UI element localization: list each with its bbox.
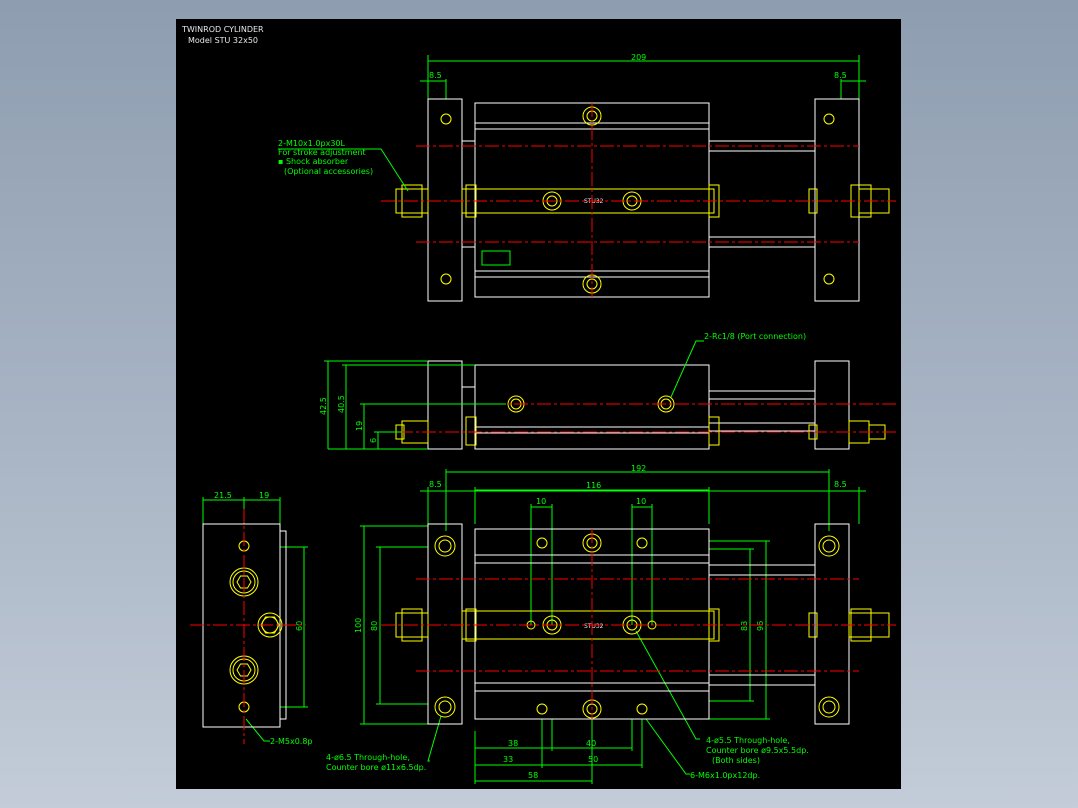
bottom-centerlines [381, 529, 896, 719]
top-note-line2: For stroke adjustment [278, 148, 366, 157]
side-rod [395, 395, 886, 446]
bottom-dim-58: 58 [528, 771, 538, 780]
bottom-note-left-line1: 4-ø6.5 Through-hole, [326, 753, 410, 762]
side-dim-6: 6 [369, 438, 378, 443]
side-port-note: 2-Rc1/8 (Port connection) [704, 332, 806, 341]
cad-drawing: TWINROD CYLINDER Model STU 32x50 209 8.5… [181, 25, 896, 784]
side-dim-42-5: 42.5 [319, 397, 328, 415]
top-note-line1: 2-M10x1.0px30L [278, 139, 346, 148]
end-dim-height: 60 [295, 621, 304, 631]
bottom-dimension-lines [360, 469, 866, 784]
side-dim-40-5: 40.5 [337, 395, 346, 413]
top-note: 2-M10x1.0px30L For stroke adjustment ▪ S… [278, 139, 409, 192]
bottom-body-mark: STU32 [584, 623, 604, 630]
top-dim-left: 8.5 [429, 71, 442, 80]
bottom-dim-80: 80 [370, 621, 379, 631]
bottom-dim-50: 50 [588, 755, 598, 764]
side-view: 42.5 40.5 19 6 2-Rc1/8 (Port connection) [319, 332, 896, 450]
bottom-note-right-line2: Counter bore ø9.5x5.5dp. [706, 746, 809, 755]
bottom-outlines [427, 523, 850, 725]
end-centerlines [190, 509, 306, 744]
top-note-line4: (Optional accessories) [284, 167, 373, 176]
top-note-leader [278, 148, 409, 192]
bottom-dim-body: 116 [586, 481, 601, 490]
bottom-dim-overall: 192 [631, 464, 646, 473]
top-dimension-lines [420, 55, 866, 99]
bottom-note-right-line1: 4-ø5.5 Through-hole, [706, 736, 790, 745]
bottom-dim-33: 33 [503, 755, 513, 764]
bottom-dim-40: 40 [586, 739, 596, 748]
bottom-dim-slot-left: 10 [536, 497, 546, 506]
end-features [229, 540, 283, 713]
end-tap-note: 2-M5x0.8p [270, 737, 313, 746]
end-dimension-lines [202, 497, 308, 742]
title-line1: TWINROD CYLINDER [181, 25, 264, 34]
side-dim-19: 19 [355, 421, 364, 431]
top-dim-right: 8.5 [834, 71, 847, 80]
end-view: 21.5 19 60 2-M5x0.8p [190, 491, 313, 746]
side-dimension-lines [324, 340, 704, 450]
top-view: 209 8.5 8.5 [278, 53, 896, 302]
bottom-dim-left: 8.5 [429, 480, 442, 489]
bottom-dim-slot-right: 10 [636, 497, 646, 506]
bottom-dim-right: 8.5 [834, 480, 847, 489]
top-outlines [427, 98, 860, 302]
top-dim-overall: 209 [631, 53, 646, 62]
side-centerlines [376, 403, 896, 433]
bottom-note-left-line2: Counter bore ø11x6.5dp. [326, 763, 426, 772]
end-dim-b: 19 [259, 491, 269, 500]
bottom-note-tap: 6-M6x1.0px12dp. [690, 771, 760, 780]
bottom-view: 192 8.5 8.5 116 10 10 100 80 83 96 38 40… [326, 464, 896, 784]
bottom-dim-96: 96 [756, 621, 765, 631]
bottom-dim-100: 100 [354, 618, 363, 633]
end-dim-a: 21.5 [214, 491, 232, 500]
drawing-sheet: TWINROD CYLINDER Model STU 32x50 209 8.5… [176, 19, 901, 789]
top-note-line3: ▪ Shock absorber [278, 157, 349, 166]
bottom-holes [434, 533, 840, 719]
bottom-dim-38: 38 [508, 739, 518, 748]
bottom-note-right-line3: (Both sides) [712, 756, 760, 765]
title-line2: Model STU 32x50 [188, 36, 258, 45]
top-centerlines [381, 103, 896, 297]
side-outlines [427, 360, 850, 450]
nameplate-icon [481, 250, 511, 266]
bottom-dim-83: 83 [740, 621, 749, 631]
